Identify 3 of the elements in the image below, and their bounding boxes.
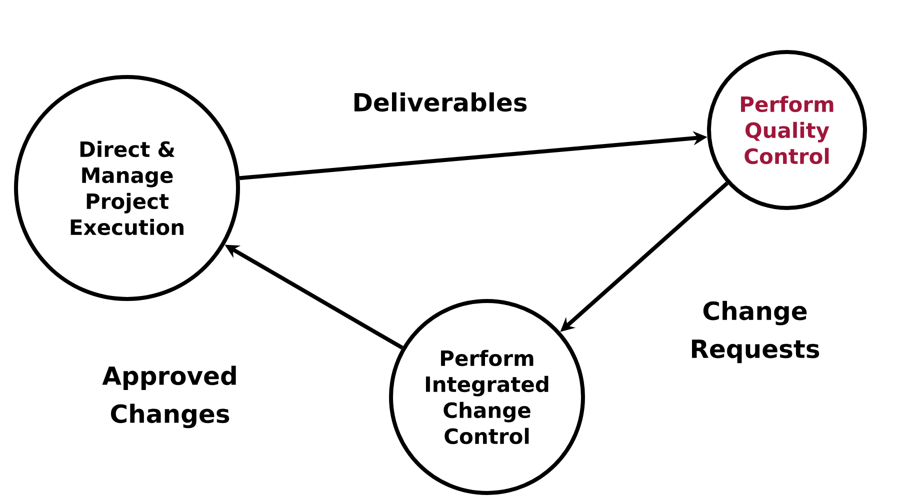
edge-label: Deliverables <box>354 92 527 112</box>
edge-label: Approved Changes <box>102 366 236 428</box>
edge-label: Change Requests <box>692 300 820 364</box>
